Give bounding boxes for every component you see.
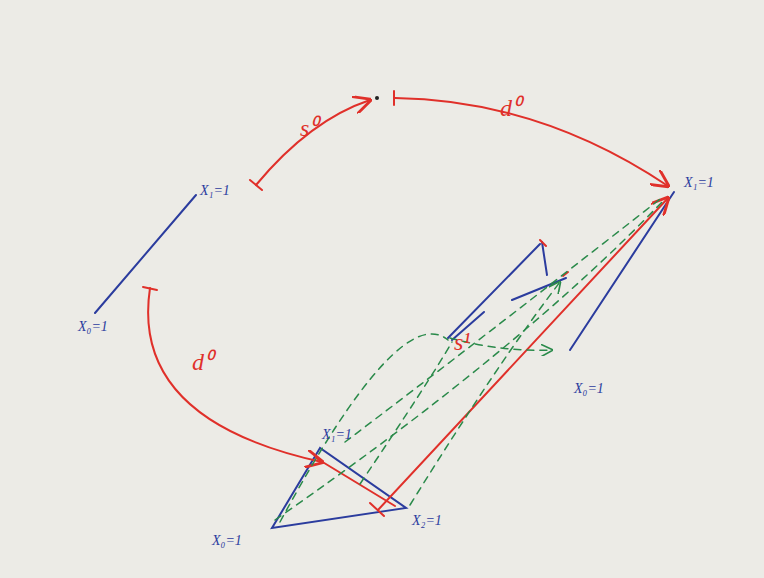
prism-sketch [448, 242, 566, 340]
map-label: s¹ [454, 330, 471, 354]
s1-bar [370, 503, 384, 516]
dash-6 [360, 342, 452, 484]
prism-mark [540, 240, 568, 276]
map-label: d⁰ [192, 350, 212, 374]
d0-bar-low [143, 287, 157, 290]
dash-4 [410, 282, 560, 505]
dash-2 [280, 334, 448, 522]
s1-arrow [378, 198, 668, 510]
vertex-label: X₁=1 [322, 428, 352, 442]
dash-3 [275, 200, 664, 520]
vertex-label: X₂=1 [412, 514, 442, 528]
left-segment [95, 195, 196, 313]
d0-arrow-low [148, 288, 322, 462]
s0-bar [250, 180, 262, 190]
d0-arrow-top [395, 98, 668, 186]
right-segment [570, 192, 674, 350]
vertex-label: X₀=1 [574, 382, 604, 396]
map-label: d⁰ [500, 96, 520, 120]
d0-bar-top [393, 91, 395, 105]
s0-arrow [256, 100, 370, 185]
vertex-label: X₁=1 [200, 184, 230, 198]
vertex-label: X₀=1 [212, 534, 242, 548]
point [375, 96, 379, 100]
triangle [272, 448, 406, 528]
dash-1 [345, 196, 664, 442]
vertex-label: X₁=1 [684, 176, 714, 190]
map-label: s⁰ [300, 116, 317, 140]
vertex-label: X₀=1 [78, 320, 108, 334]
